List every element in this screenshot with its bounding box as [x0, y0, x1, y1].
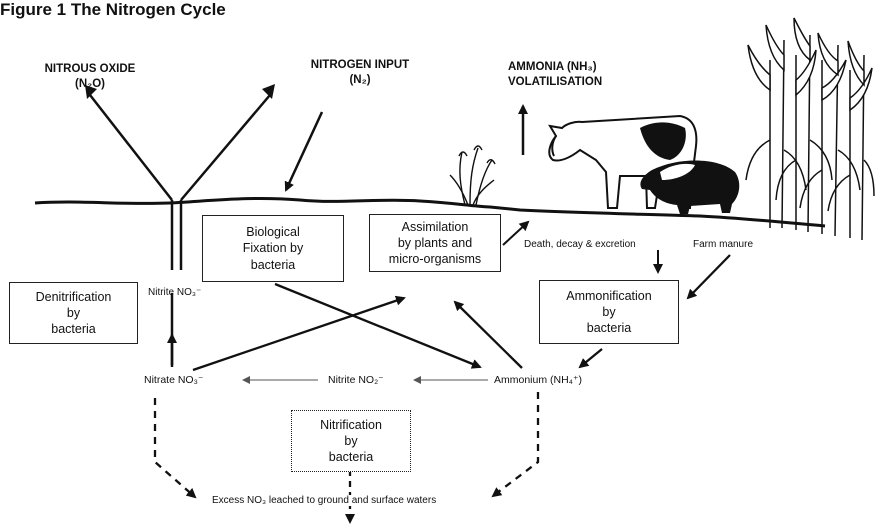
ammonification-box: Ammonification by bacteria — [539, 280, 679, 344]
nitrite-upper-label: Nitrite NO₃⁻ — [148, 287, 202, 298]
nitrous-oxide-title: NITROUS OXIDE — [44, 63, 136, 75]
corn-stalks-drawing — [745, 17, 875, 241]
small-plant-drawing — [449, 145, 496, 206]
denitrification-pipe — [89, 94, 271, 365]
denitrification-box: Denitrification by bacteria — [9, 282, 138, 344]
nitrate-leaching-dashed — [153, 398, 197, 499]
assimilation-text: Assimilation by plants and micro-organis… — [388, 219, 482, 267]
biological-fixation-box: Biological Fixation by bacteria — [202, 215, 344, 282]
figure-heading: Figure 1 The Nitrogen Cycle — [0, 0, 226, 19]
nitrogen-input-label: NITROGEN INPUT (N₂) — [300, 58, 420, 88]
ammonium-leaching-dashed — [491, 392, 540, 498]
farm-manure-label: Farm manure — [693, 239, 754, 250]
nitrogen-input-title: NITROGEN INPUT — [310, 59, 410, 71]
ground-line — [34, 197, 826, 228]
biological-fixation-text: Biological Fixation by bacteria — [242, 225, 304, 272]
cow-drawing — [548, 114, 698, 209]
nitrite-mid-label: Nitrite NO₂⁻ — [328, 374, 384, 386]
denitrification-text: Denitrification by bacteria — [35, 289, 112, 337]
nitrogen-input-arrow — [284, 111, 324, 192]
nitrous-oxide-formula: (N₂O) — [74, 77, 106, 90]
ammonium-label: Ammonium (NH₄⁺) — [494, 374, 582, 386]
nitrification-box: Nitrification by bacteria — [291, 410, 411, 472]
pig-drawing — [640, 160, 740, 214]
assimilation-box: Assimilation by plants and micro-organis… — [369, 214, 501, 272]
ammonification-to-ammonium-arrow — [578, 348, 603, 369]
ammonium-to-assimilation-arrow — [453, 300, 523, 369]
assimilation-to-animals-arrow — [502, 220, 530, 246]
nitrous-oxide-arrowhead-right — [262, 84, 275, 99]
nitrification-text: Nitrification by bacteria — [320, 417, 382, 465]
volatilisation-title: VOLATILISATION — [508, 75, 603, 88]
ammonia-label: AMMONIA (NH₃) VOLATILISATION — [508, 60, 602, 90]
ammonia-title: AMMONIA (NH₃) — [508, 61, 597, 73]
ammonification-text: Ammonification by bacteria — [566, 288, 652, 336]
excess-leached-label: Excess NO₃ leached to ground and surface… — [210, 495, 439, 506]
nitrate-label: Nitrate NO₃⁻ — [144, 374, 204, 386]
farm-manure-arrow — [686, 254, 731, 300]
nitrous-oxide-arrowhead — [85, 85, 97, 99]
nitrous-oxide-label: NITROUS OXIDE (N₂O) — [30, 62, 150, 92]
fixation-to-ammonium-arrow — [274, 282, 482, 369]
nitrogen-input-formula: (N₂) — [349, 73, 371, 86]
death-decay-label: Death, decay & excretion — [524, 239, 636, 250]
nitrate-to-assimilation-arrow — [192, 295, 406, 372]
